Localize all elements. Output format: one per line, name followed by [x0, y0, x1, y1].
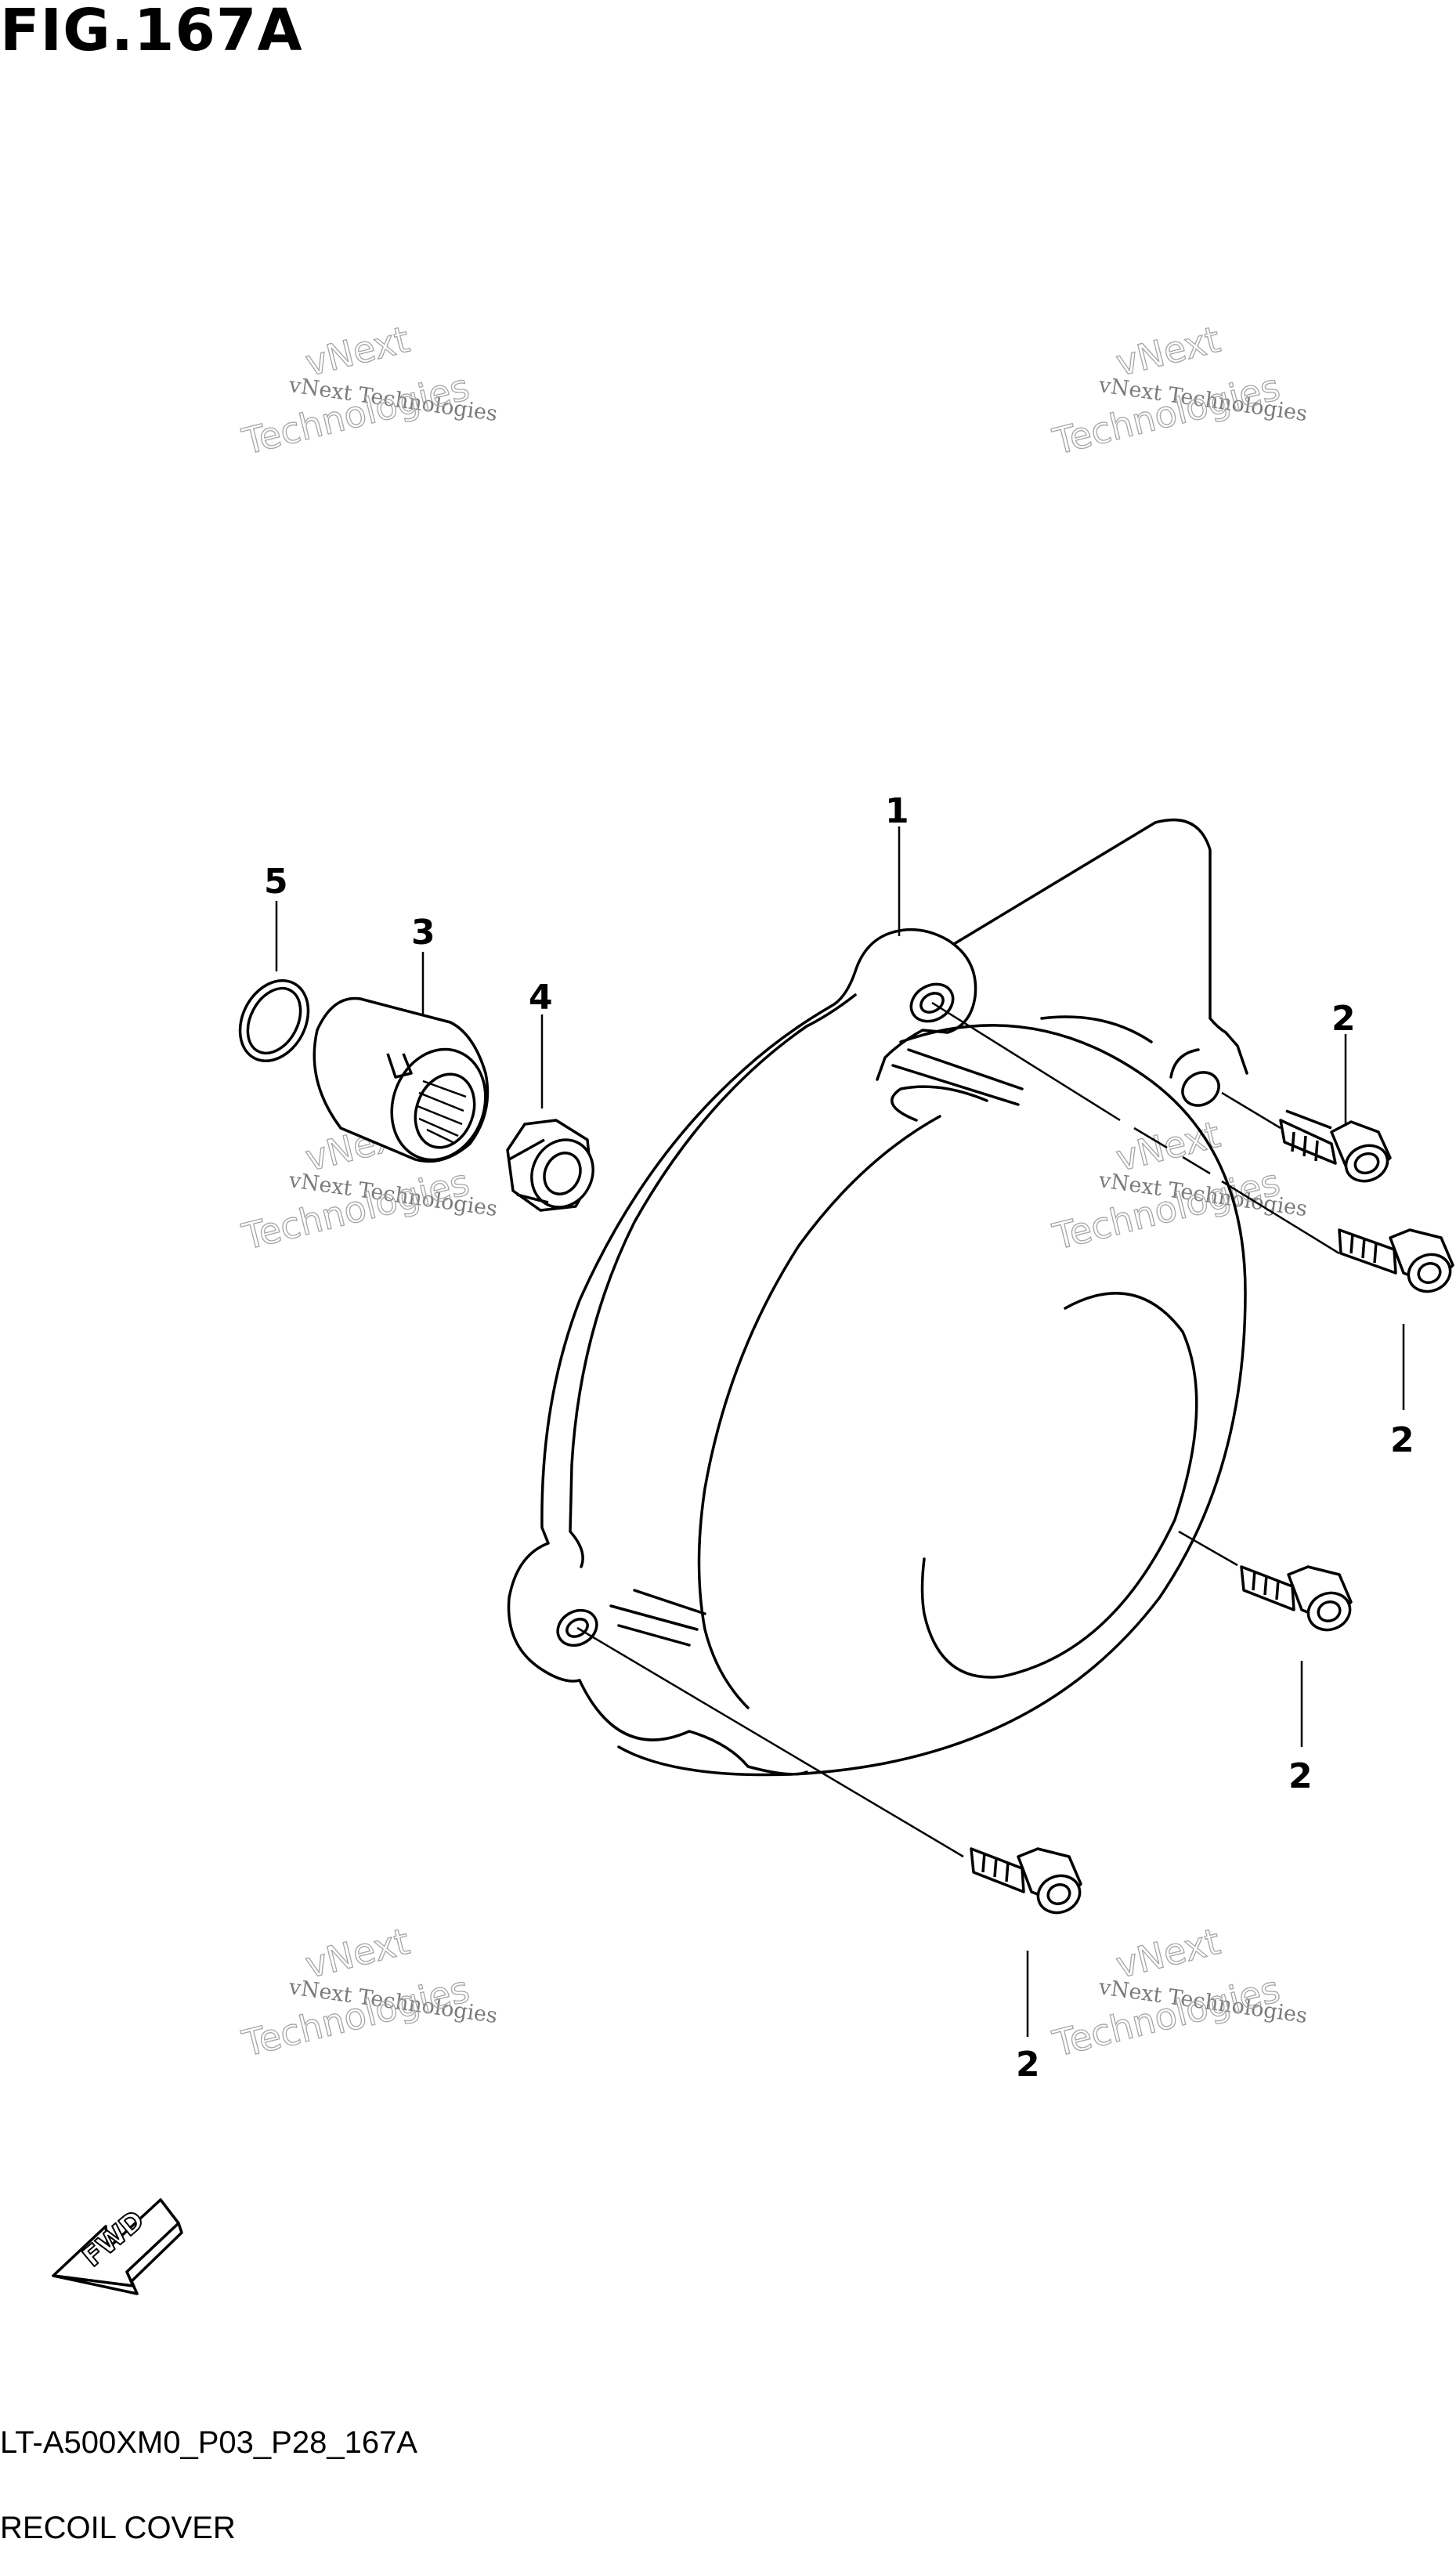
svg-text:Technologies: Technologies: [238, 1968, 474, 2065]
svg-text:vNext: vNext: [302, 318, 414, 385]
callout-1: 1: [885, 791, 909, 831]
svg-text:vNext: vNext: [1112, 1920, 1224, 1987]
watermark-top-left: vNext Technologies vNext Technologies: [237, 317, 499, 463]
callout-4: 4: [529, 978, 553, 1018]
part-bolt-right: [1338, 1228, 1454, 1293]
assembly-axis-lines: [275, 826, 1405, 2037]
part-recoil-cover: [507, 818, 1248, 1777]
svg-text:Technologies: Technologies: [1049, 1968, 1284, 2065]
callout-2-right: 2: [1390, 1420, 1414, 1460]
part-o-ring: [238, 979, 310, 1062]
watermark-bottom-left: vNext Technologies vNext Technologies: [237, 1919, 499, 2065]
callout-5: 5: [264, 862, 288, 902]
watermark-middle-right: vNext Technologies vNext Technologies: [1048, 1112, 1309, 1258]
figure-title: FIG.167A: [0, 0, 303, 64]
callout-2-lower-right: 2: [1288, 1756, 1313, 1796]
figure-code: LT-A500XM0_P03_P28_167A: [0, 2425, 417, 2460]
svg-text:Technologies: Technologies: [238, 366, 474, 463]
part-bolt-upper: [1279, 1109, 1392, 1183]
svg-text:vNext: vNext: [1112, 1113, 1224, 1180]
callout-3: 3: [411, 913, 435, 953]
svg-text:vNext: vNext: [1112, 318, 1224, 385]
svg-text:Technologies: Technologies: [238, 1161, 474, 1258]
svg-text:Technologies: Technologies: [1049, 366, 1284, 463]
part-oil-seal: [506, 1119, 594, 1212]
callout-2-bottom: 2: [1016, 2045, 1040, 2085]
svg-text:Technologies: Technologies: [1049, 1161, 1284, 1258]
callout-2-upper: 2: [1331, 999, 1356, 1039]
svg-text:vNext: vNext: [302, 1920, 414, 1987]
forward-arrow-icon: FWD: [52, 2198, 183, 2295]
figure-name: RECOIL COVER: [0, 2511, 236, 2545]
part-bolt-lower-right: [1240, 1565, 1353, 1632]
part-bolt-bottom: [970, 1847, 1082, 1915]
part-bushing: [313, 996, 490, 1163]
watermark-top-right: vNext Technologies vNext Technologies: [1048, 317, 1309, 463]
watermark-bottom-right: vNext Technologies vNext Technologies: [1048, 1919, 1309, 2065]
